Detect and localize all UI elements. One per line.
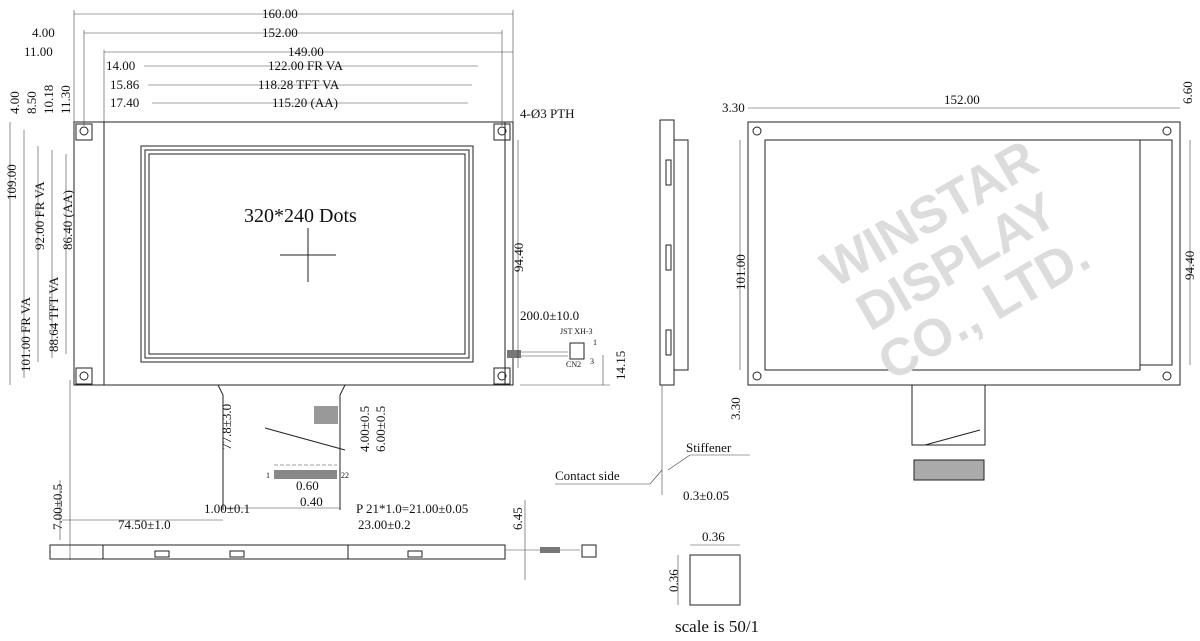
svg-text:122.00 FR VA: 122.00 FR VA xyxy=(268,58,344,73)
pin3-label: 3 xyxy=(590,357,594,366)
svg-text:152.00: 152.00 xyxy=(262,25,298,40)
svg-text:10.18: 10.18 xyxy=(41,85,56,114)
svg-text:3.30: 3.30 xyxy=(728,397,743,420)
bottom-side-view xyxy=(49,544,597,560)
svg-text:6.45: 6.45 xyxy=(510,507,525,530)
svg-text:23.00±0.2: 23.00±0.2 xyxy=(358,517,411,532)
svg-text:88.64 TFT VA: 88.64 TFT VA xyxy=(46,276,61,352)
svg-text:74.50±1.0: 74.50±1.0 xyxy=(118,517,171,532)
svg-text:115.20 (AA): 115.20 (AA) xyxy=(272,95,338,110)
thickness-label: 0.3±0.05 xyxy=(683,488,729,503)
svg-text:0.36: 0.36 xyxy=(666,569,681,592)
svg-text:92.00 FR VA: 92.00 FR VA xyxy=(32,181,47,250)
svg-text:0.60: 0.60 xyxy=(296,478,319,493)
svg-text:11.00: 11.00 xyxy=(24,44,53,59)
fpc-pins xyxy=(274,470,337,479)
svg-text:4.00: 4.00 xyxy=(7,91,22,114)
svg-text:101.00 FR VA: 101.00 FR VA xyxy=(18,296,33,372)
pin-last-label: 22 xyxy=(341,471,349,480)
svg-text:6.60: 6.60 xyxy=(1180,81,1195,104)
resolution-label: 320*240 Dots xyxy=(244,205,357,227)
back-view: 152.00 3.30 6.60 101.00 94.40 3.30 xyxy=(722,81,1197,481)
svg-text:0.40: 0.40 xyxy=(300,494,323,509)
pin-first-label: 1 xyxy=(266,471,270,480)
svg-text:4.00: 4.00 xyxy=(32,25,55,40)
pad-detail: 0.36 0.36 scale is 50/1 xyxy=(666,529,759,636)
svg-text:8.50: 8.50 xyxy=(24,91,39,114)
svg-text:94.40: 94.40 xyxy=(1182,251,1197,280)
connector-label: JST XH-3 xyxy=(560,327,593,336)
svg-text:14.00: 14.00 xyxy=(106,58,135,73)
front-dimensions: 160.00 4.00 152.00 11.00 149.00 14.00 12… xyxy=(4,6,628,532)
svg-text:200.0±10.0: 200.0±10.0 xyxy=(520,308,579,323)
hole-label: 4-Ø3 PTH xyxy=(520,106,575,121)
svg-text:101.00: 101.00 xyxy=(733,254,748,290)
svg-text:160.00: 160.00 xyxy=(262,6,298,21)
pin1-label: 1 xyxy=(593,338,597,347)
front-view: 320*240 Dots 1 22 JST XH-3 CN2 1 3 xyxy=(73,121,597,510)
scale-label: scale is 50/1 xyxy=(675,617,759,636)
svg-text:152.00: 152.00 xyxy=(944,92,980,107)
svg-text:15.86: 15.86 xyxy=(110,77,140,92)
svg-text:7.00±0.5: 7.00±0.5 xyxy=(50,484,65,530)
svg-text:149.00: 149.00 xyxy=(288,44,324,59)
svg-text:11.30: 11.30 xyxy=(58,85,73,114)
svg-text:0.36: 0.36 xyxy=(702,529,725,544)
svg-text:3.30: 3.30 xyxy=(722,100,745,115)
svg-text:4.00±0.5: 4.00±0.5 xyxy=(357,406,372,452)
hatched-pad xyxy=(314,406,338,424)
svg-text:77.8±3.0: 77.8±3.0 xyxy=(219,404,234,450)
svg-text:109.00: 109.00 xyxy=(4,164,19,200)
contact-side-label: Contact side xyxy=(555,468,620,483)
svg-text:1.00±0.1: 1.00±0.1 xyxy=(204,501,250,516)
svg-text:17.40: 17.40 xyxy=(110,95,139,110)
svg-text:14.15: 14.15 xyxy=(613,351,628,380)
svg-text:P 21*1.0=21.00±0.05: P 21*1.0=21.00±0.05 xyxy=(356,501,468,516)
svg-text:86.40 (AA): 86.40 (AA) xyxy=(60,190,75,250)
svg-text:118.28 TFT VA: 118.28 TFT VA xyxy=(258,77,340,92)
svg-text:6.00±0.5: 6.00±0.5 xyxy=(373,406,388,452)
stiffener-label: Stiffener xyxy=(686,440,732,455)
svg-text:94.40: 94.40 xyxy=(511,243,526,272)
side-view: Contact side Stiffener 0.3±0.05 xyxy=(555,119,750,503)
cn2-label: CN2 xyxy=(566,360,581,369)
